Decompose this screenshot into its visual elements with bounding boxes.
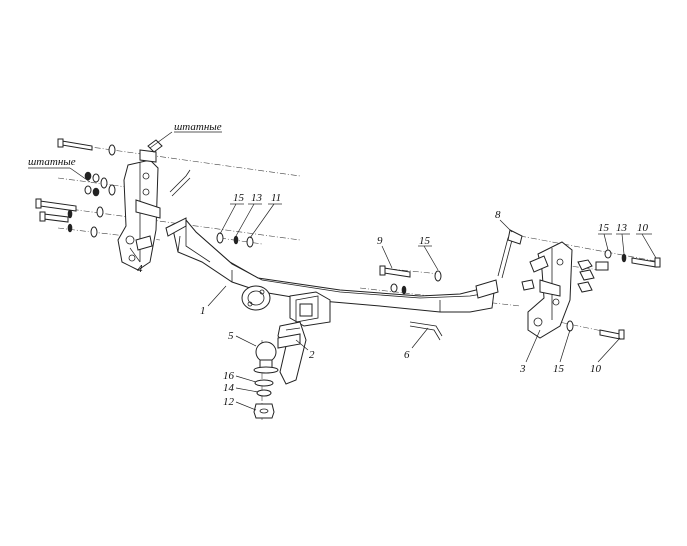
callout-6: 6 (404, 349, 410, 361)
left-bolts-bottom (35, 198, 104, 238)
labels: штатные штатные 4 15 13 11 1 5 2 16 14 1… (28, 121, 649, 408)
left-bracket (117, 159, 161, 271)
right-bracket (527, 241, 573, 339)
right-nuts (521, 259, 595, 293)
callout-15-right-top: 15 (598, 222, 610, 234)
callout-12: 12 (223, 396, 235, 408)
left-bolts-top (57, 138, 163, 163)
callout-16: 16 (223, 370, 235, 382)
callout-10-bottom: 10 (590, 363, 602, 375)
callout-11: 11 (271, 192, 281, 204)
callout-15-mid: 15 (419, 235, 431, 247)
callout-14: 14 (223, 382, 235, 394)
right-bolts-bottom (566, 320, 625, 340)
callout-4: 4 (137, 263, 143, 275)
ball-washers-nut (253, 379, 275, 419)
right-wire-plate (497, 229, 523, 279)
note-standard-top: штатные (174, 121, 222, 133)
left-wire-plate (169, 169, 191, 197)
main-cross-beam (165, 217, 499, 327)
ball-mount (277, 321, 307, 385)
callout-8: 8 (495, 209, 501, 221)
callout-1: 1 (200, 305, 206, 317)
callout-15-left: 15 (233, 192, 245, 204)
callout-13-left: 13 (251, 192, 263, 204)
left-nuts-standard (84, 171, 116, 197)
callout-13-right: 13 (616, 222, 628, 234)
wiring-harness (409, 321, 443, 341)
middle-bolt (379, 265, 442, 295)
callout-5: 5 (228, 330, 234, 342)
callout-15-right-bottom: 15 (553, 363, 565, 375)
callout-9: 9 (377, 235, 383, 247)
callout-10-top: 10 (637, 222, 649, 234)
tow-ball (253, 341, 279, 374)
note-standard-mid: штатные (28, 156, 76, 168)
callout-2: 2 (309, 349, 315, 361)
left-washers-set (216, 232, 254, 248)
leader-lines (28, 131, 657, 411)
callout-3: 3 (519, 363, 526, 375)
